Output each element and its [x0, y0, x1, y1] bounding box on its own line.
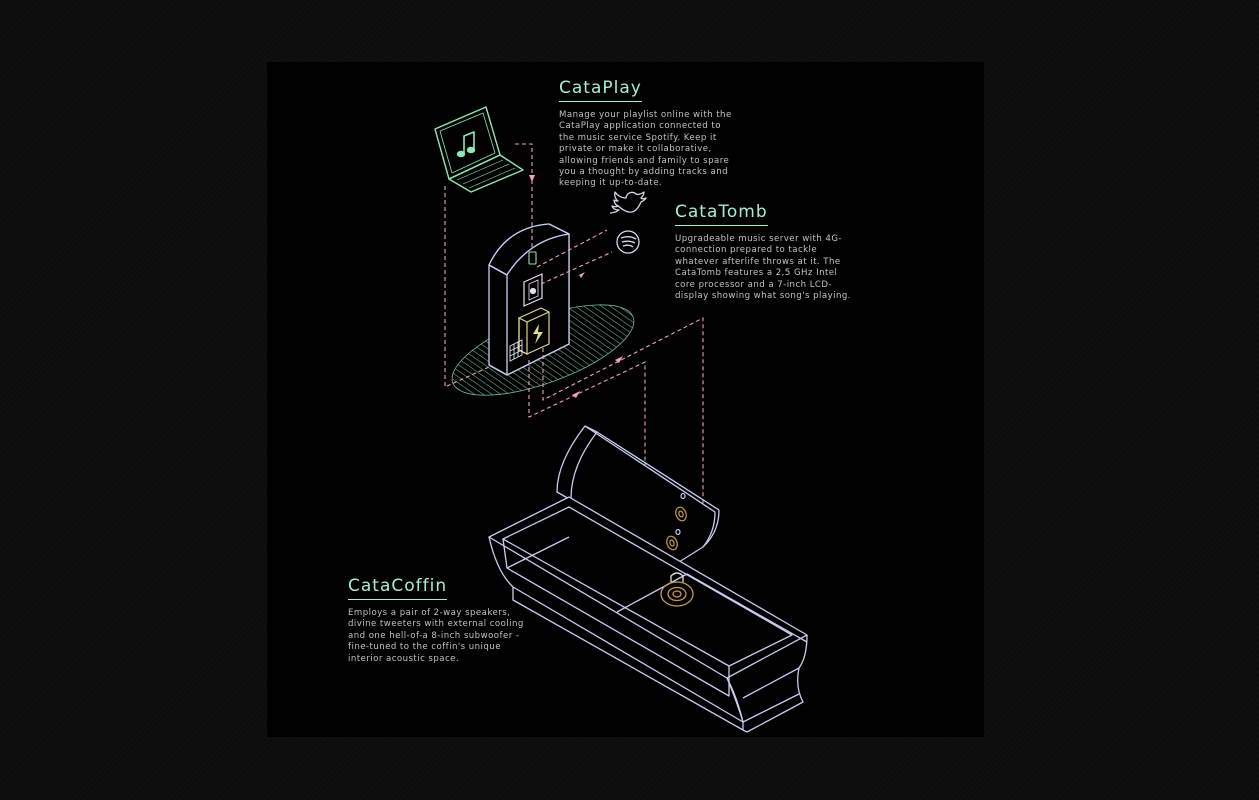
- catacoffin-description: Employs a pair of 2-way speakers, divine…: [348, 608, 524, 664]
- catacoffin-device: [488, 425, 808, 733]
- catatomb-device: [488, 223, 570, 376]
- catatomb-section: CataTomb Upgradeable music server with 4…: [675, 202, 875, 302]
- cataplay-title: CataPlay: [559, 78, 642, 102]
- dashed-connectors: [444, 143, 704, 547]
- subwoofer-icon: [660, 572, 694, 607]
- cataplay-description: Manage your playlist online with the Cat…: [559, 110, 732, 189]
- isometric-illustration: [434, 106, 808, 733]
- speaker-icon: [666, 492, 687, 551]
- phone-icon: [528, 251, 537, 265]
- infographic-panel: CataPlay Manage your playlist online wit…: [267, 62, 984, 737]
- twitter-icon: [609, 191, 647, 214]
- catacoffin-section: CataCoffin Employs a pair of 2-way speak…: [348, 576, 548, 665]
- cataplay-section: CataPlay Manage your playlist online wit…: [559, 78, 759, 190]
- catatomb-title: CataTomb: [675, 202, 768, 226]
- laptop-music-icon: [434, 106, 524, 193]
- catatomb-description: Upgradeable music server with 4G- connec…: [675, 234, 851, 302]
- port-grid: [509, 339, 523, 362]
- connector-arrows: [529, 175, 623, 398]
- battery-icon: [518, 307, 550, 355]
- lcd-display-icon: [523, 273, 543, 307]
- catacoffin-title: CataCoffin: [348, 576, 448, 600]
- spotify-icon: [616, 230, 640, 254]
